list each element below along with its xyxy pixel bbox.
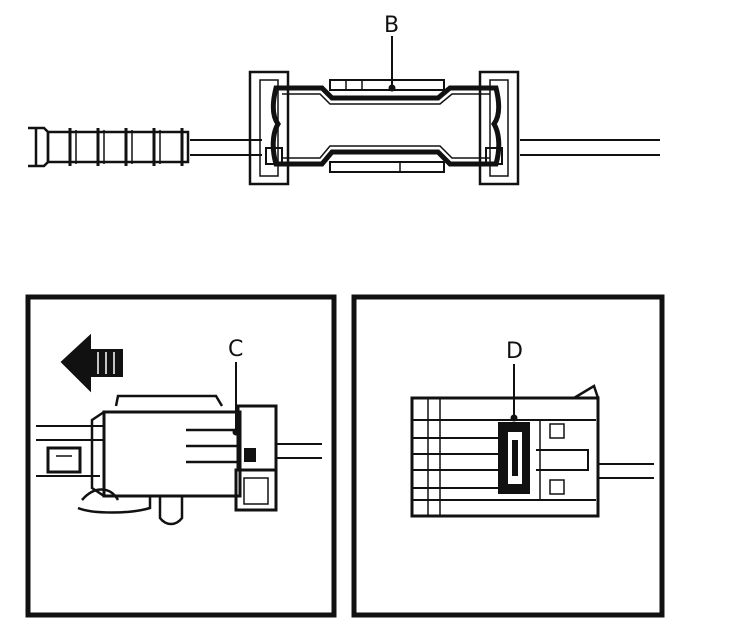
- callout-c-label: C: [228, 337, 243, 362]
- left-connector-housing: [46, 394, 242, 526]
- direction-arrow-icon: [60, 333, 123, 393]
- right-connector-housing: [410, 384, 600, 518]
- callout-b-label: B: [384, 13, 399, 38]
- panel-right-wires: [598, 463, 654, 479]
- callout-d: D: [506, 339, 523, 422]
- top-connector-assembly: B: [28, 13, 660, 186]
- right-wire-harness: [520, 139, 660, 156]
- right-end-cap: [478, 70, 520, 186]
- lock-tab: [244, 448, 256, 462]
- callout-c: C: [228, 337, 243, 436]
- right-inset-panel: D: [351, 294, 665, 618]
- callout-b-dot: [388, 84, 396, 92]
- left-mating-connector: [234, 404, 278, 512]
- callout-b: B: [384, 13, 399, 92]
- callout-d-dot: [510, 414, 518, 422]
- terminal-position-assurance-lock: [498, 422, 530, 494]
- callout-c-dot: [232, 428, 240, 436]
- connector-body: [270, 79, 502, 173]
- corrugated-conduit: [28, 126, 190, 168]
- callout-d-label: D: [506, 339, 523, 364]
- left-inset-panel: C: [25, 294, 337, 618]
